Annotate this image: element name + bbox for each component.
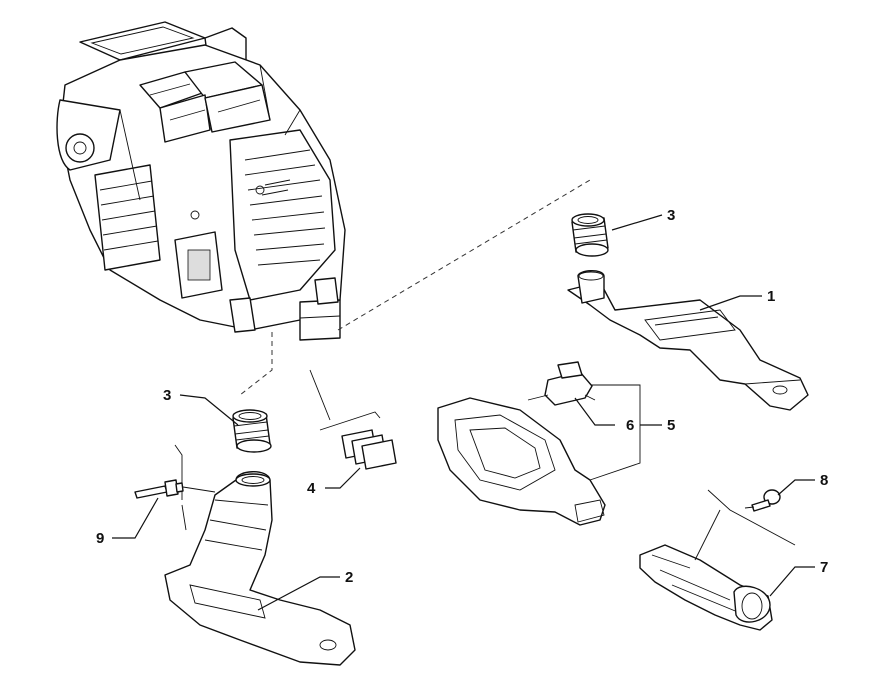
- hvac-housing: [56, 21, 346, 341]
- callout-3-upper: 3: [667, 207, 675, 224]
- callout-2: 2: [345, 569, 353, 586]
- callout-5: 5: [667, 417, 675, 434]
- part-7-outlet-duct: [639, 509, 773, 631]
- part-3-upper-grommet: [571, 213, 609, 257]
- callout-1: 1: [767, 288, 775, 305]
- part-8-screw: [707, 489, 796, 546]
- callout-7: 7: [820, 559, 828, 576]
- callout-4: 4: [307, 480, 316, 497]
- callout-9: 9: [96, 530, 104, 547]
- callout-leaders: [112, 214, 815, 611]
- part-6-clip: [527, 361, 596, 406]
- callout-3-lower: 3: [163, 387, 171, 404]
- part-9-bolt: [134, 479, 216, 499]
- part-4-seal-pads: [309, 369, 397, 470]
- callout-8: 8: [820, 472, 828, 489]
- part-5-duct-assembly: [437, 384, 641, 526]
- part-1-rear-air-duct: [567, 270, 809, 411]
- part-2-floor-air-duct: [164, 444, 356, 666]
- callout-6: 6: [626, 417, 634, 434]
- part-3-lower-grommet: [232, 409, 272, 453]
